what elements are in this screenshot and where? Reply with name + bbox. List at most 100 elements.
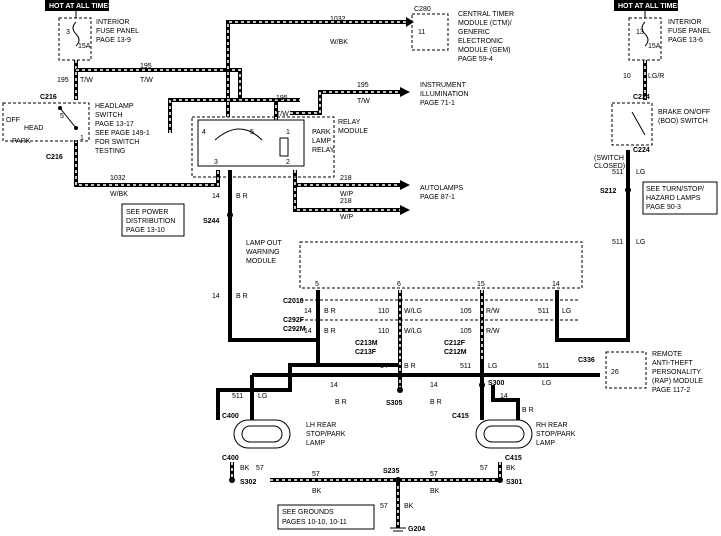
fuse-right: 13 15A INTERIOR FUSE PANEL PAGE 13-6	[628, 11, 711, 61]
wl-tw-d: T/W	[276, 111, 289, 118]
headlamp-switch: OFF HEAD PARK 5 1 HEADLAMP SWITCH PAGE 1…	[2, 94, 150, 161]
hot-banner-right	[614, 0, 678, 11]
brake-closed2: CLOSED)	[594, 163, 625, 170]
autolamps-label1: AUTOLAMPS	[420, 185, 463, 192]
wl-tw-a: T/W	[140, 77, 153, 84]
ctm-label4: ELECTRONIC	[458, 38, 503, 45]
relay-module-label2: MODULE	[338, 128, 368, 135]
wl-14-a: 14	[212, 193, 220, 200]
ctm-connector: C280	[414, 6, 431, 13]
splice-s300-dot	[479, 382, 485, 388]
wl-511-d: 511	[460, 363, 471, 370]
wl-br-a: B R	[236, 193, 248, 200]
s301: S301	[506, 479, 522, 486]
c216-top: C216	[40, 94, 57, 101]
instrument-label3: PAGE 71-1	[420, 100, 455, 107]
lamp-out-module	[299, 241, 583, 289]
wl-14-c: 14	[304, 308, 312, 315]
wl-bk-d: BK	[430, 488, 440, 495]
grounds-label1: SEE GROUNDS	[282, 509, 334, 516]
wl-57-d: 57	[430, 471, 438, 478]
lamp-out-pin-6: 6	[397, 281, 401, 288]
wl-bk-a: BK	[240, 465, 250, 472]
wl-br-g: B R	[430, 399, 442, 406]
hot-label-left: HOT AT ALL TIMES	[49, 3, 113, 10]
c224-top: C224	[633, 94, 650, 101]
brake-switch: BRAKE ON/OFF (BOO) SWITCH C224 C224 (SWI…	[594, 94, 710, 170]
rh-lamp-label2: STOP/PARK	[536, 431, 576, 438]
headlamp-pin-5: 5	[60, 113, 64, 120]
power-dist-box	[121, 203, 185, 237]
c415-bottom: C415	[505, 455, 522, 462]
lamp-out-pin-14: 14	[552, 281, 560, 288]
wire-195-tw	[74, 20, 410, 212]
brake-label1: BRAKE ON/OFF	[658, 109, 710, 116]
lamp-out-pin-15: 15	[477, 281, 485, 288]
brake-label2: (BOO) SWITCH	[658, 118, 708, 125]
g204: G204	[408, 526, 425, 533]
c2010: C2010	[283, 298, 304, 305]
wl-1032-b: 1032	[110, 175, 126, 182]
relay-label3: RELAY	[312, 147, 335, 154]
power-dist-label3: PAGE 13-10	[126, 227, 165, 234]
wl-wp-b: W/P	[340, 214, 354, 221]
wl-lg-f: LG	[258, 393, 267, 400]
c292f: C292F	[283, 317, 305, 324]
rap-module	[605, 351, 647, 389]
fuse-left-num: 3	[66, 29, 70, 36]
headlamp-head: HEAD	[24, 125, 43, 132]
headlamp-pin-1: 1	[80, 135, 84, 142]
ctm-label6: PAGE 59-4	[458, 56, 493, 63]
relay-pin-4: 4	[202, 129, 206, 136]
c415-top: C415	[452, 413, 469, 420]
wl-bk-e: BK	[404, 503, 414, 510]
ctm-module: 11 C280 CENTRAL TIMER MODULE (CTM)/ GENE…	[411, 6, 514, 63]
wl-wbk-a: W/BK	[330, 39, 348, 46]
wire-labels: 1032 W/BK 195 T/W 195 T/W 195 T/W 195 T/…	[57, 16, 664, 510]
s244: S244	[203, 218, 219, 225]
wl-br-c: B R	[324, 308, 336, 315]
headlamp-label6: TESTING	[95, 148, 125, 155]
c400-top: C400	[222, 413, 239, 420]
fuse-right-label1: INTERIOR	[668, 19, 701, 26]
wl-lg-e: LG	[542, 380, 551, 387]
wl-110-a: 110	[378, 308, 389, 315]
ctm-pin: 11	[418, 29, 425, 36]
wl-lg-b: LG	[636, 239, 645, 246]
power-dist-label2: DISTRIBUTION	[126, 218, 175, 225]
rh-lamp-label1: RH REAR	[536, 422, 568, 429]
fuse-left: 3 15A INTERIOR FUSE PANEL PAGE 13-9	[58, 11, 139, 61]
splice-s301-dot	[497, 477, 503, 483]
hot-banner-left	[45, 0, 109, 11]
rh-rear-lamp: RH REAR STOP/PARK LAMP C415 C415	[452, 413, 576, 462]
rap-label4: (RAP) MODULE	[652, 378, 703, 385]
headlamp-label5: FOR SWITCH	[95, 139, 139, 146]
wl-lg-c: LG	[636, 169, 645, 176]
fuse-left-label2: FUSE PANEL	[96, 28, 139, 35]
relay-module: 4 5 1 3 2 PARK LAMP RELAY RELAY MODULE	[191, 116, 368, 178]
turn-label1: SEE TURN/STOP/	[646, 186, 704, 193]
wl-tw-b: T/W	[80, 77, 93, 84]
wl-bk-c: BK	[312, 488, 322, 495]
c292m: C292M	[283, 326, 306, 333]
splice-s305-dot	[397, 387, 403, 393]
wl-57-e: 57	[380, 503, 388, 510]
s305: S305	[386, 400, 402, 407]
s302: S302	[240, 479, 256, 486]
ctm-label3: GENERIC	[458, 29, 490, 36]
wl-511-b: 511	[612, 239, 623, 246]
wl-195-b: 195	[57, 77, 69, 84]
grounds-box	[277, 504, 375, 530]
splice-s244-dot	[227, 212, 233, 218]
wl-110-b: 110	[378, 328, 389, 335]
brake-closed1: (SWITCH	[594, 155, 624, 162]
fuse-right-label3: PAGE 13-6	[668, 37, 703, 44]
wl-511-a: 511	[538, 308, 549, 315]
wl-10: 10	[623, 73, 631, 80]
relay-pin-3: 3	[214, 159, 218, 166]
wl-tw-c: T/W	[357, 98, 370, 105]
wl-wlg-b: W/LG	[404, 328, 422, 335]
grounds-label2: PAGES 10-10, 10-11	[282, 519, 347, 526]
wl-57-c: 57	[312, 471, 320, 478]
headlamp-label3: PAGE 13-17	[95, 121, 134, 128]
